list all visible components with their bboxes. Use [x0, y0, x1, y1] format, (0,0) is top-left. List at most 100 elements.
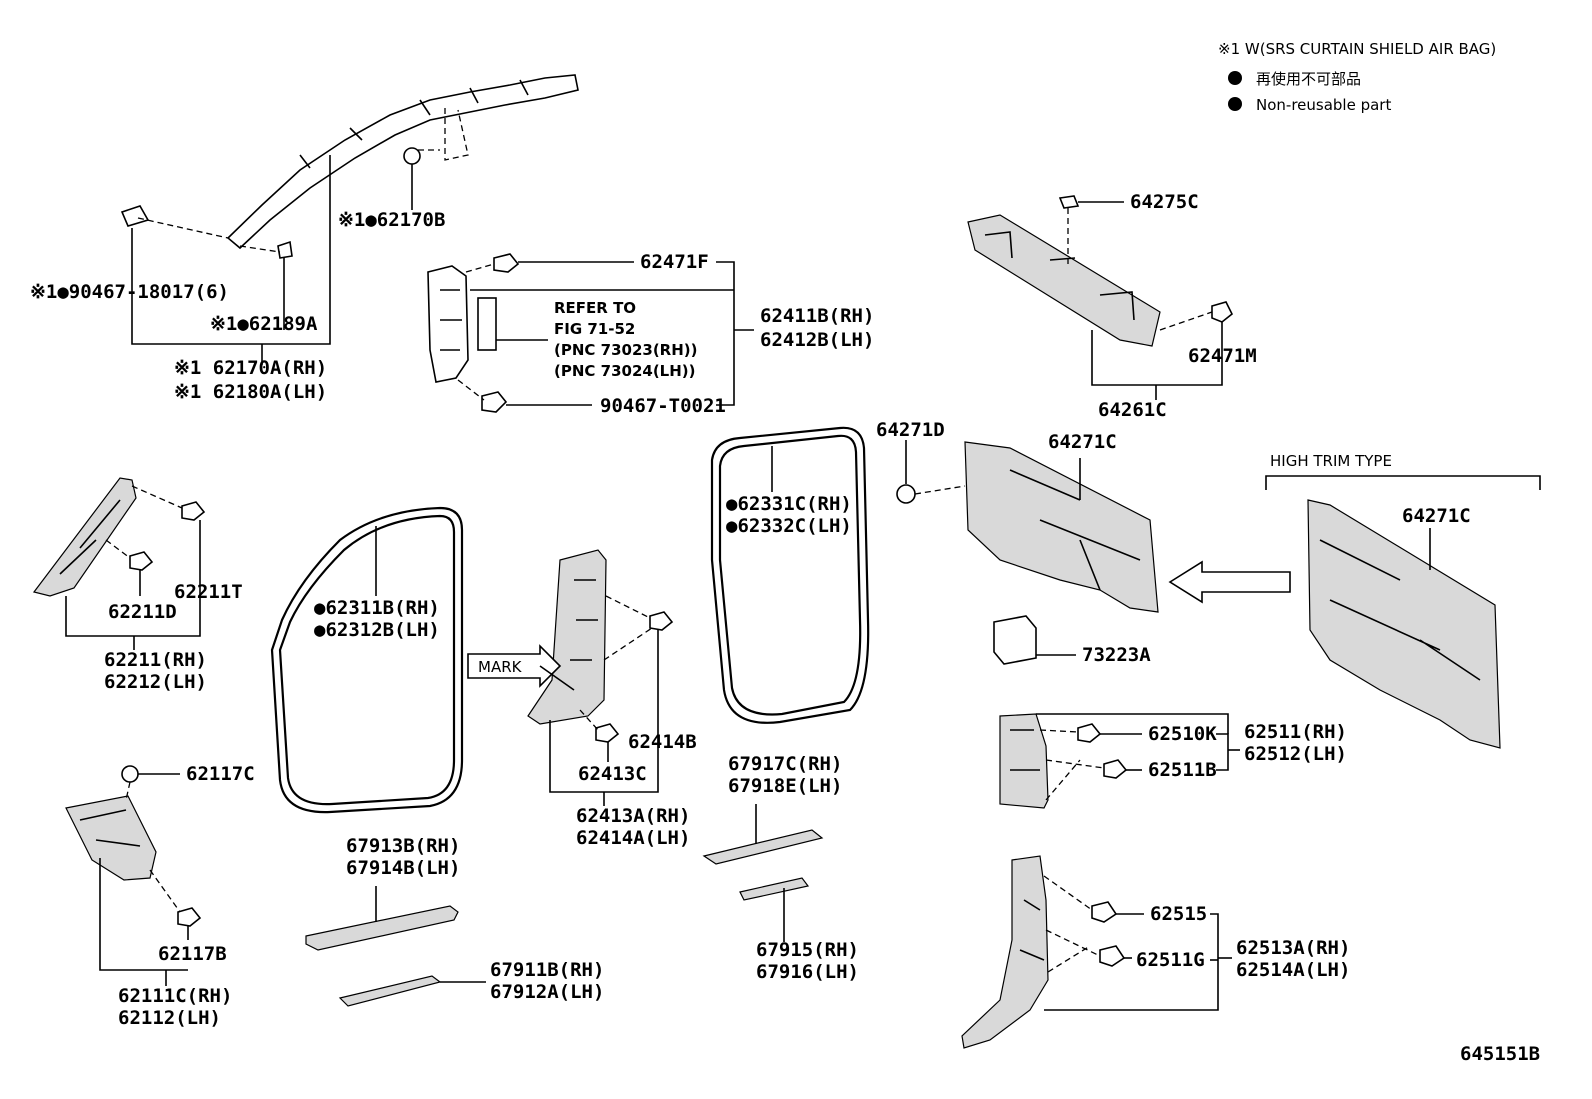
callout-67917c: 67917C(RH)	[728, 753, 842, 775]
dashed-guide	[1043, 875, 1093, 911]
pillar-garnish	[427, 265, 469, 383]
rear-side-panel	[896, 440, 1291, 613]
callout-62332c: ●62332C(LH)	[726, 515, 852, 537]
callout-62170b: ※1●62170B	[338, 209, 445, 231]
callout-73223a: 73223A	[1082, 644, 1151, 666]
bracket-part	[993, 615, 1037, 665]
weatherstrip-62331c	[710, 426, 870, 724]
panel-64261c	[967, 214, 1161, 347]
clip-62471f	[493, 253, 520, 273]
cowl-side-trim	[65, 765, 202, 986]
callout-62513a: 62513A(RH)	[1236, 937, 1350, 959]
clip-62471m	[1211, 301, 1234, 323]
refer-line1: REFER TO	[554, 299, 636, 317]
legend-bullet-jp: 再使用不可部品	[1256, 70, 1361, 88]
callout-62212: 62212(LH)	[104, 671, 207, 693]
front-door-weatherstrip	[270, 506, 464, 814]
callout-67915: 67915(RH)	[756, 939, 859, 961]
mark-arrow-icon	[467, 644, 562, 688]
callout-62311b: ●62311B(RH)	[314, 597, 440, 619]
leader-bracket-62170a	[131, 155, 331, 345]
callout-62511: 62511(RH)	[1244, 721, 1347, 743]
dashed-guide	[914, 485, 966, 495]
garnish-62211	[32, 477, 137, 597]
weatherstrip-inner	[718, 434, 862, 716]
weatherstrip-62311b	[270, 506, 464, 814]
garnish-ribs	[440, 289, 462, 351]
callout-62512: 62512(LH)	[1244, 743, 1347, 765]
callout-62471m: 62471M	[1188, 345, 1257, 367]
callout-62170a: ※1 62170A(RH)	[174, 357, 327, 379]
dashed-guide	[131, 485, 183, 509]
rear-upper-trim	[967, 195, 1234, 400]
callout-62211d: 62211D	[108, 601, 177, 623]
bolt-90467-18017	[120, 205, 150, 227]
clip-62511g	[1099, 945, 1126, 967]
callout-64271d: 64271D	[876, 419, 945, 441]
callout-62117b: 62117B	[158, 943, 227, 965]
panel-details	[1009, 469, 1141, 591]
dashed-guide	[1045, 929, 1101, 973]
callout-62515: 62515	[1150, 903, 1207, 925]
rear-pillar-garnish-upper	[999, 713, 1240, 809]
callout-64261c: 64261C	[1098, 399, 1167, 421]
dashed-guide	[105, 539, 131, 559]
garnish-details	[1010, 729, 1040, 771]
callout-62180a: ※1 62180A(LH)	[174, 381, 327, 403]
callout-64271c-a: 64271C	[1048, 431, 1117, 453]
clip-64271d	[896, 484, 916, 504]
dashed-guide	[603, 595, 653, 661]
curtain-airbag-assembly	[120, 74, 579, 365]
leader-bracket-62111c	[99, 858, 188, 971]
high-trim-label: HIGH TRIM TYPE	[1270, 452, 1392, 470]
trim-62111c	[65, 795, 157, 881]
dashed-guide	[149, 869, 181, 913]
dashed-guide	[125, 781, 131, 801]
callout-62331c: ●62331C(RH)	[726, 493, 852, 515]
dashed-guide	[579, 709, 599, 731]
dashed-guide	[444, 108, 469, 161]
rear-door-weatherstrip	[710, 426, 870, 724]
callout-90467-t0021: 90467-T0021	[600, 395, 726, 417]
leader-garnish-62511	[1036, 713, 1229, 734]
figure-id: 645151B	[1460, 1043, 1540, 1065]
callout-62413a: 62413A(RH)	[576, 805, 690, 827]
legend: ※1 W(SRS CURTAIN SHIELD AIR BAG) 再使用不可部品…	[1218, 40, 1496, 114]
callout-62112: 62112(LH)	[118, 1007, 221, 1029]
panel-details	[984, 231, 1135, 321]
clip-62414b	[649, 611, 674, 631]
dashed-guide	[1159, 311, 1213, 331]
clip-62189a	[277, 240, 293, 259]
high-trim-type: HIGH TRIM TYPE	[1265, 452, 1541, 749]
refer-line4: (PNC 73024(LH))	[554, 362, 696, 380]
callout-62414b: 62414B	[628, 731, 697, 753]
callout-62412b: 62412B(LH)	[760, 329, 874, 351]
leader-mark	[539, 665, 575, 691]
legend-bullet-en: Non-reusable part	[1256, 96, 1391, 114]
refer-line2: FIG 71-52	[554, 320, 635, 338]
garnish-62413a	[527, 549, 607, 725]
garnish-details	[59, 499, 121, 575]
mark-label: MARK	[478, 658, 523, 676]
arrow-icon	[1168, 560, 1291, 604]
leader-bracket-62511	[1216, 733, 1229, 771]
callout-62411b: 62411B(RH)	[760, 305, 874, 327]
pillar-garnish-upper	[427, 253, 754, 413]
panel-64271c-high	[1307, 499, 1501, 749]
clip-64275c	[1058, 195, 1080, 209]
switch-73023	[477, 297, 497, 351]
bullet-icon	[1228, 71, 1242, 85]
panel-64271c	[964, 441, 1159, 613]
dashed-guide	[1045, 759, 1105, 801]
curtain-airbag	[226, 74, 579, 250]
callout-62111c: 62111C(RH)	[118, 985, 232, 1007]
callout-62211: 62211(RH)	[104, 649, 207, 671]
bracket-73223a	[993, 615, 1076, 665]
clip-62511b	[1103, 759, 1128, 779]
callout-62189a: ※1●62189A	[210, 313, 318, 335]
front-pillar-garnish	[32, 477, 206, 650]
callout-62511b: 62511B	[1148, 759, 1217, 781]
callout-64271c-b: 64271C	[1402, 505, 1471, 527]
